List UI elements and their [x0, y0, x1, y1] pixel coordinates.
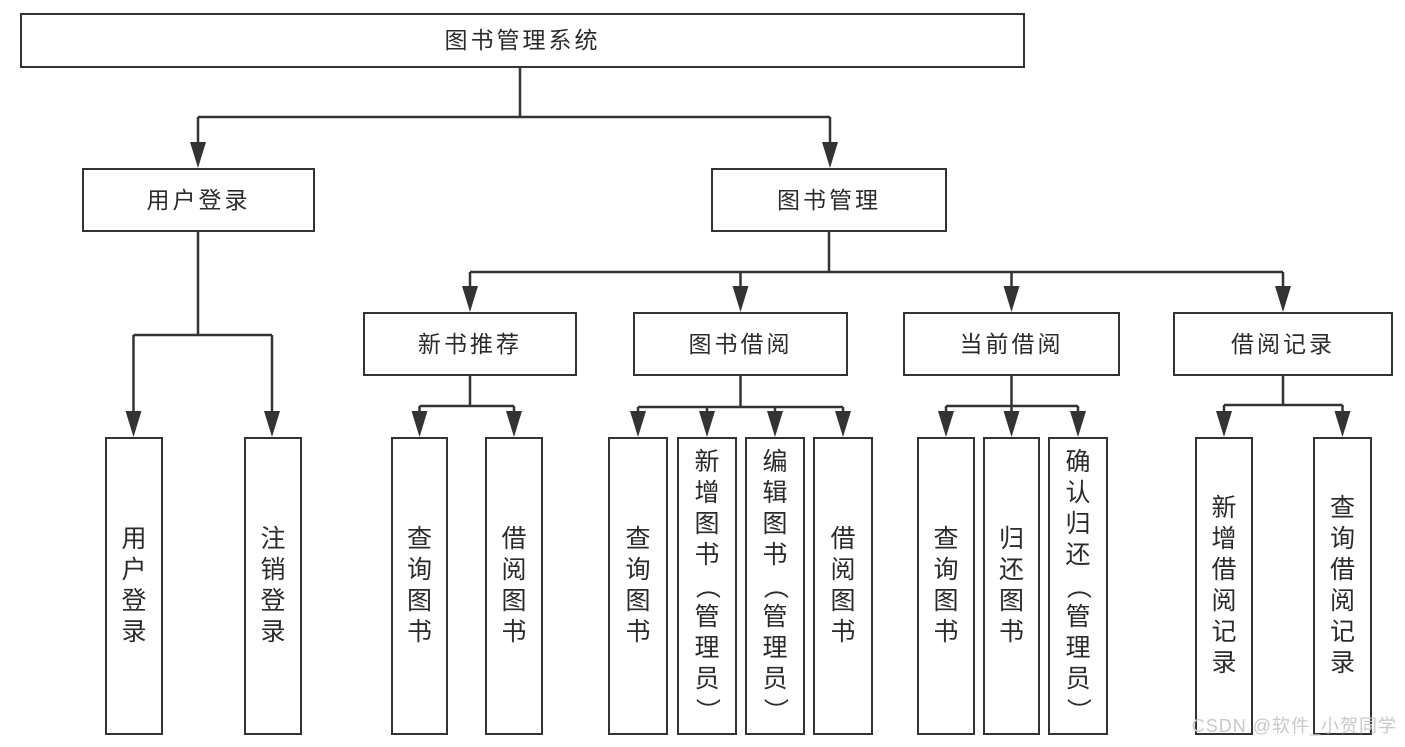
leaf-query-books-borrow: 查询图书: [608, 437, 668, 735]
leaf-query-books-recommend: 查询图书: [391, 437, 448, 735]
leaf-logout-label: 注销登录: [260, 525, 286, 646]
leaf-query-books-current-label: 查询图书: [933, 525, 959, 646]
node-user-login-branch: 用户登录: [82, 168, 315, 232]
node-book-management: 图书管理: [711, 168, 947, 232]
node-new-book-recommend: 新书推荐: [363, 312, 577, 376]
leaf-query-books-recommend-label: 查询图书: [406, 525, 432, 646]
leaf-user-login-label: 用户登录: [121, 525, 147, 646]
node-book-borrowing-label: 图书借阅: [688, 330, 793, 357]
leaf-edit-book-admin: 编辑图书（管理员）: [745, 437, 805, 735]
leaf-add-borrow-record-label: 新增借阅记录: [1211, 494, 1237, 677]
node-new-book-recommend-label: 新书推荐: [418, 330, 522, 357]
leaf-confirm-return-admin-label: 确认归还（管理员）: [1064, 447, 1093, 723]
node-book-borrowing: 图书借阅: [633, 312, 848, 376]
leaf-add-book-admin-label: 新增图书（管理员）: [693, 447, 722, 723]
leaf-query-books-borrow-label: 查询图书: [625, 525, 651, 646]
node-book-management-label: 图书管理: [777, 186, 881, 213]
leaf-add-book-admin: 新增图书（管理员）: [677, 437, 737, 735]
leaf-query-borrow-record-label: 查询借阅记录: [1329, 494, 1355, 677]
leaf-logout: 注销登录: [244, 437, 302, 735]
leaf-add-borrow-record: 新增借阅记录: [1195, 437, 1253, 735]
leaf-query-books-current: 查询图书: [917, 437, 975, 735]
leaf-borrow-books-recommend-label: 借阅图书: [501, 525, 527, 646]
leaf-return-book: 归还图书: [983, 437, 1040, 735]
node-user-login-branch-label: 用户登录: [146, 186, 251, 213]
leaf-user-login: 用户登录: [105, 437, 163, 735]
node-current-borrowing-label: 当前借阅: [959, 330, 1064, 357]
node-borrowing-records: 借阅记录: [1173, 312, 1393, 376]
leaf-borrow-books-recommend: 借阅图书: [485, 437, 543, 735]
leaf-edit-book-admin-label: 编辑图书（管理员）: [761, 447, 790, 723]
leaf-return-book-label: 归还图书: [998, 525, 1024, 646]
leaf-borrow-books-label: 借阅图书: [830, 525, 856, 646]
leaf-confirm-return-admin: 确认归还（管理员）: [1048, 437, 1108, 735]
node-borrowing-records-label: 借阅记录: [1231, 330, 1335, 357]
leaf-borrow-books: 借阅图书: [813, 437, 873, 735]
node-library-system-label: 图书管理系统: [444, 27, 601, 53]
node-current-borrowing: 当前借阅: [903, 312, 1120, 376]
leaf-query-borrow-record: 查询借阅记录: [1313, 437, 1372, 735]
node-library-system: 图书管理系统: [20, 13, 1025, 68]
